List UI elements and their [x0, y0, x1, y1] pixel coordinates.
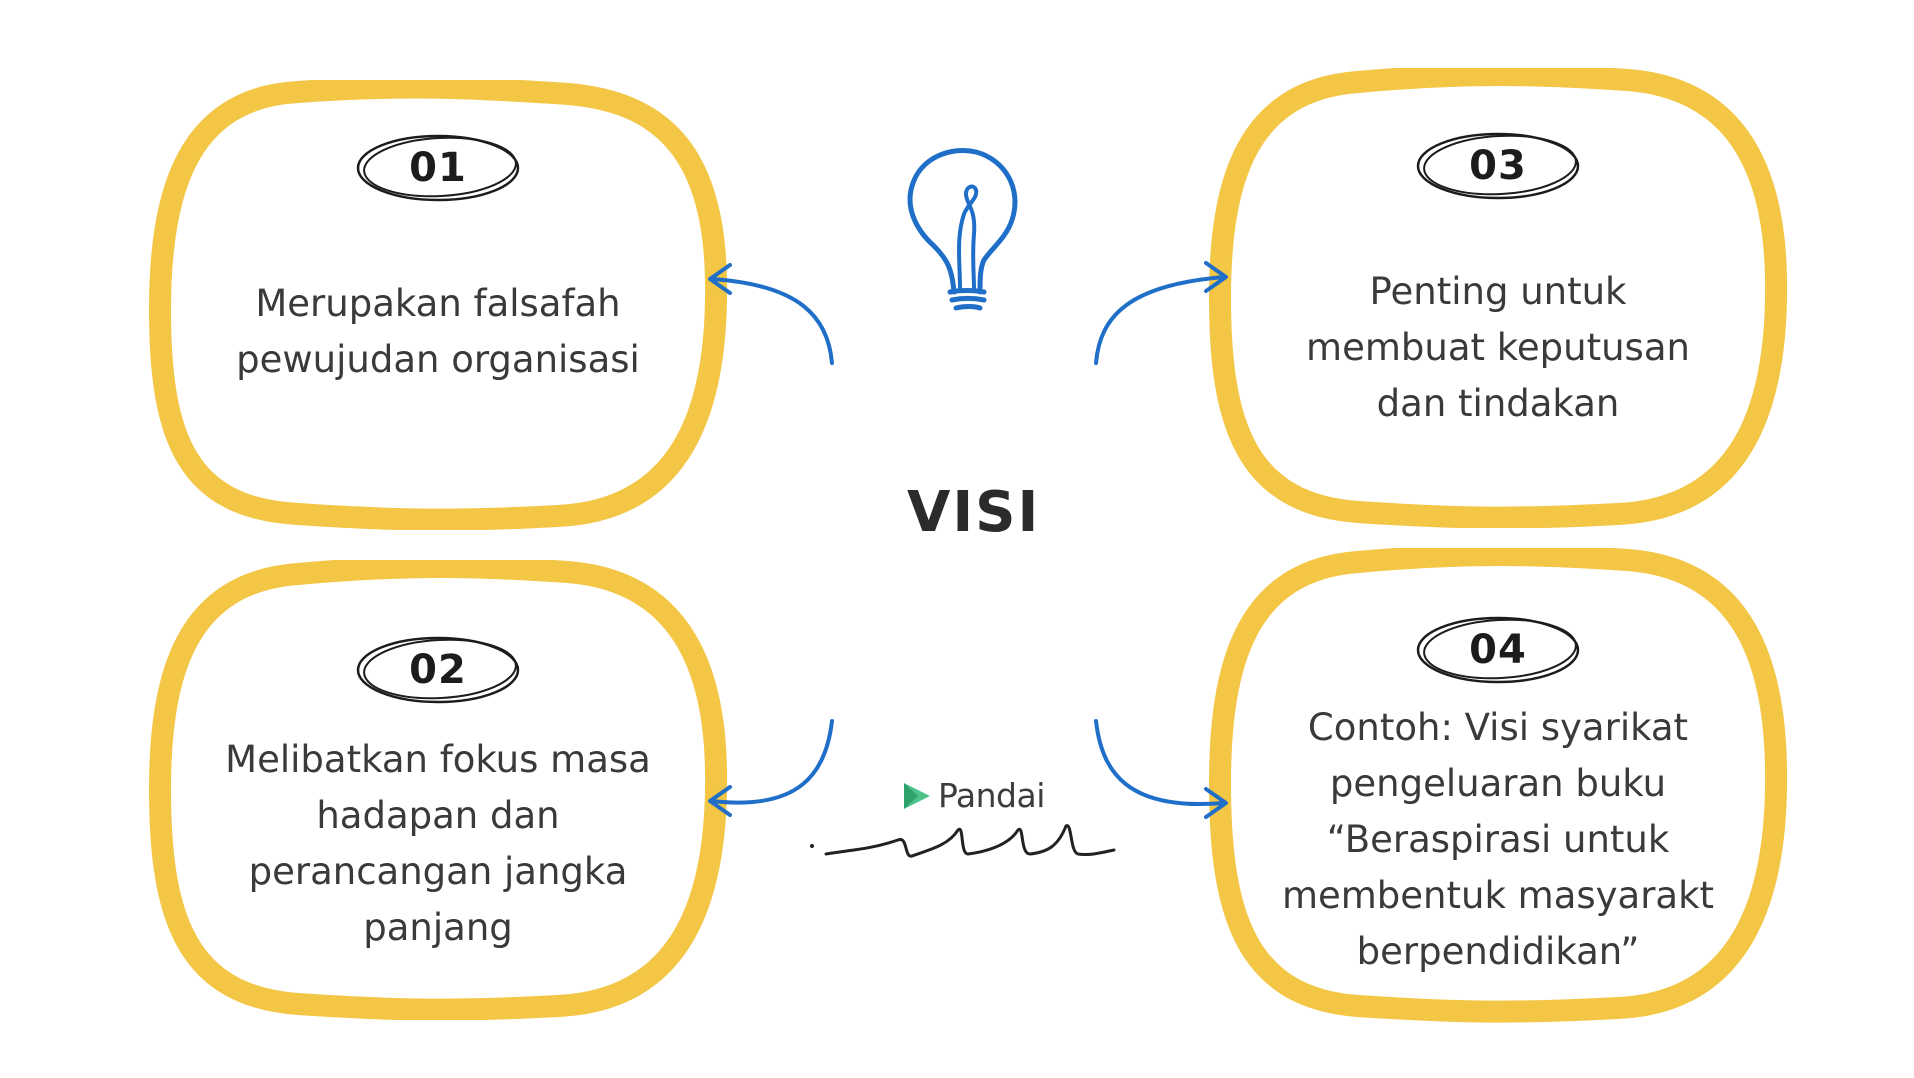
card-line: perancangan jangka: [248, 850, 628, 893]
curved-arrow-icon: [708, 263, 834, 365]
card-number-badge: 03: [1414, 128, 1582, 204]
curved-arrow-icon: [1094, 719, 1228, 819]
card-line: Merupakan falsafah: [255, 282, 621, 325]
card-text: Merupakan falsafah pewujudan organisasi: [198, 276, 678, 388]
card-text: Contoh: Visi syarikat pengeluaran buku “…: [1232, 700, 1764, 980]
card-line: Melibatkan fokus masa: [225, 738, 651, 781]
card-frame: [1209, 68, 1788, 528]
card-line: pewujudan organisasi: [236, 338, 640, 381]
card-number-badge: 04: [1414, 612, 1582, 688]
card-line: panjang: [363, 906, 513, 949]
card-number-badge: 01: [354, 130, 522, 206]
card-number: 02: [409, 647, 467, 693]
curved-arrow-icon: [1094, 261, 1228, 365]
squiggle-decoration: [810, 824, 1116, 858]
card-number: 01: [409, 145, 467, 191]
card-line: hadapan dan: [316, 794, 560, 837]
card-number: 04: [1469, 627, 1527, 673]
curved-arrow-icon: [708, 719, 834, 817]
card-01: 01 Merupakan falsafah pewujudan organisa…: [148, 80, 728, 530]
card-line: membentuk masyarakt: [1281, 874, 1715, 917]
card-number-badge: 02: [354, 632, 522, 708]
card-line: Contoh: Visi syarikat: [1307, 706, 1689, 749]
card-line: “Beraspirasi untuk: [1326, 818, 1670, 861]
lightbulb-icon: [907, 148, 1018, 311]
card-text: Penting untuk membuat keputusan dan tind…: [1258, 264, 1738, 432]
card-frame: [1209, 548, 1788, 1023]
page-title: VISI: [907, 480, 1041, 545]
card-04: 04 Contoh: Visi syarikat pengeluaran buk…: [1208, 548, 1788, 1024]
brand-name: Pandai: [938, 776, 1045, 815]
card-line: Penting untuk: [1369, 270, 1627, 313]
card-line: membuat keputusan: [1306, 326, 1690, 369]
card-line: pengeluaran buku: [1329, 762, 1667, 805]
card-frame: [149, 560, 728, 1020]
card-line: berpendidikan”: [1356, 930, 1640, 973]
card-line: dan tindakan: [1376, 382, 1620, 425]
pandai-logo-icon: [904, 782, 930, 809]
card-text: Melibatkan fokus masa hadapan dan peranc…: [178, 732, 698, 956]
card-03: 03 Penting untuk membuat keputusan dan t…: [1208, 68, 1788, 528]
card-number: 03: [1469, 143, 1527, 189]
brand-logo: Pandai: [900, 776, 1045, 815]
card-frame: [149, 80, 728, 530]
card-02: 02 Melibatkan fokus masa hadapan dan per…: [148, 560, 728, 1020]
